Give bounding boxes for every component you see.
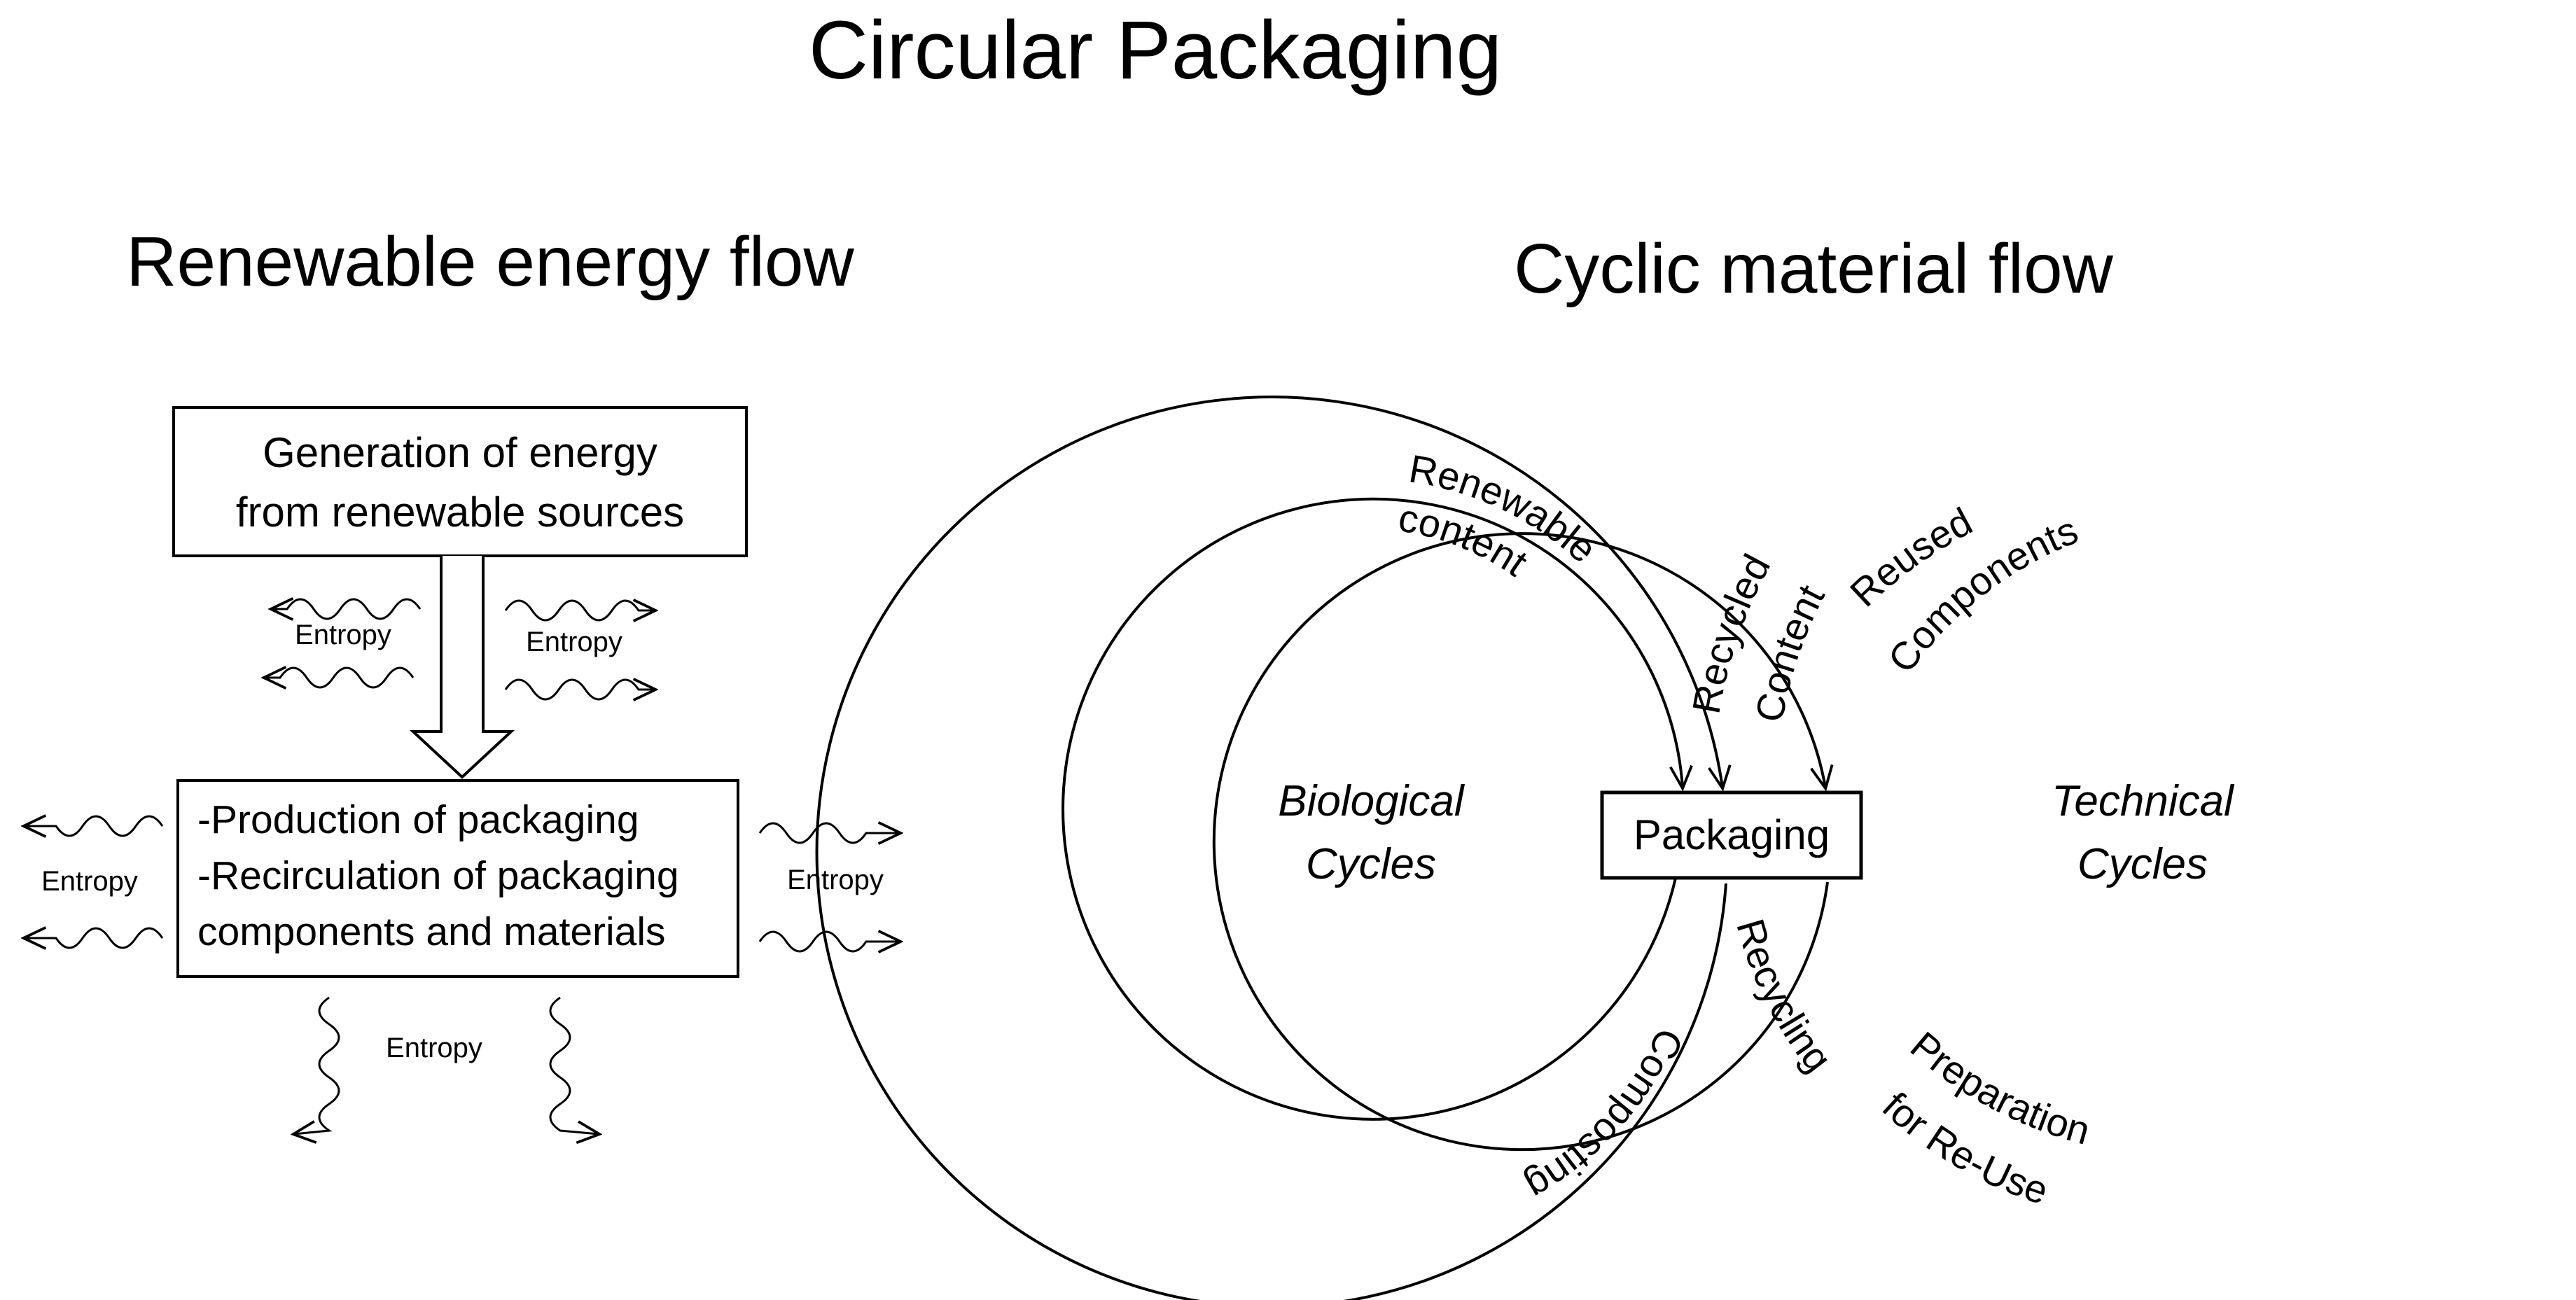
- energy-generation-box: Generation of energy from renewable sour…: [172, 406, 748, 557]
- packaging-production-line-2: -Recirculation of packaging: [197, 853, 679, 898]
- entropy-arrow-icon: [265, 668, 415, 687]
- entropy-label: Entropy: [295, 620, 391, 650]
- entropy-arrow-icon: [25, 816, 164, 836]
- entropy-arrow-icon: [504, 680, 655, 699]
- entropy-arrow-icon: [758, 823, 900, 843]
- technical-outer-cycle-circle: [815, 396, 1726, 1300]
- packaging-production-line-1: -Production of packaging: [197, 797, 639, 842]
- entropy-label: Entropy: [787, 865, 884, 895]
- entropy-label: Entropy: [386, 1033, 482, 1063]
- entropy-arrow-icon: [294, 996, 340, 1134]
- entropy-arrow-icon: [504, 601, 655, 620]
- composting-label: Composting: [1519, 1022, 1692, 1210]
- biological-cycles-line-1: Biological: [1278, 777, 1465, 825]
- entropy-arrow-icon: [549, 996, 599, 1134]
- energy-flow-down-arrow: [409, 556, 515, 779]
- entropy-label: Entropy: [526, 627, 622, 657]
- entropy-label: Entropy: [41, 866, 138, 897]
- composting-label-text: Composting: [1519, 1022, 1692, 1210]
- recycled-content-label: Recycled: [1684, 547, 1779, 717]
- technical-inner-cycle-circle: [1212, 532, 1827, 1152]
- biological-cycle-circle: [1061, 497, 1683, 1121]
- technical-cycles-line-2: Cycles: [2077, 840, 2208, 888]
- entropy-arrow-icon: [272, 599, 422, 619]
- packaging-production-box: -Production of packaging -Recirculation …: [176, 779, 739, 978]
- packaging-box: Packaging: [1600, 790, 1863, 880]
- entropy-arrow-icon: [758, 932, 900, 951]
- packaging-label: Packaging: [1634, 811, 1830, 858]
- packaging-production-line-3: components and materials: [197, 909, 666, 954]
- biological-cycles-line-2: Cycles: [1306, 840, 1436, 888]
- renewable-energy-heading: Renewable energy flow: [126, 223, 854, 301]
- energy-generation-line-1: Generation of energy: [263, 429, 657, 476]
- page-title: Circular Packaging: [809, 4, 1502, 97]
- energy-generation-line-2: from renewable sources: [236, 489, 684, 536]
- entropy-arrow-icon: [25, 928, 164, 948]
- technical-cycles-line-1: Technical: [2052, 777, 2235, 825]
- cyclic-material-heading: Cyclic material flow: [1514, 230, 2113, 308]
- recycled-label-line-1: Recycled: [1684, 547, 1779, 717]
